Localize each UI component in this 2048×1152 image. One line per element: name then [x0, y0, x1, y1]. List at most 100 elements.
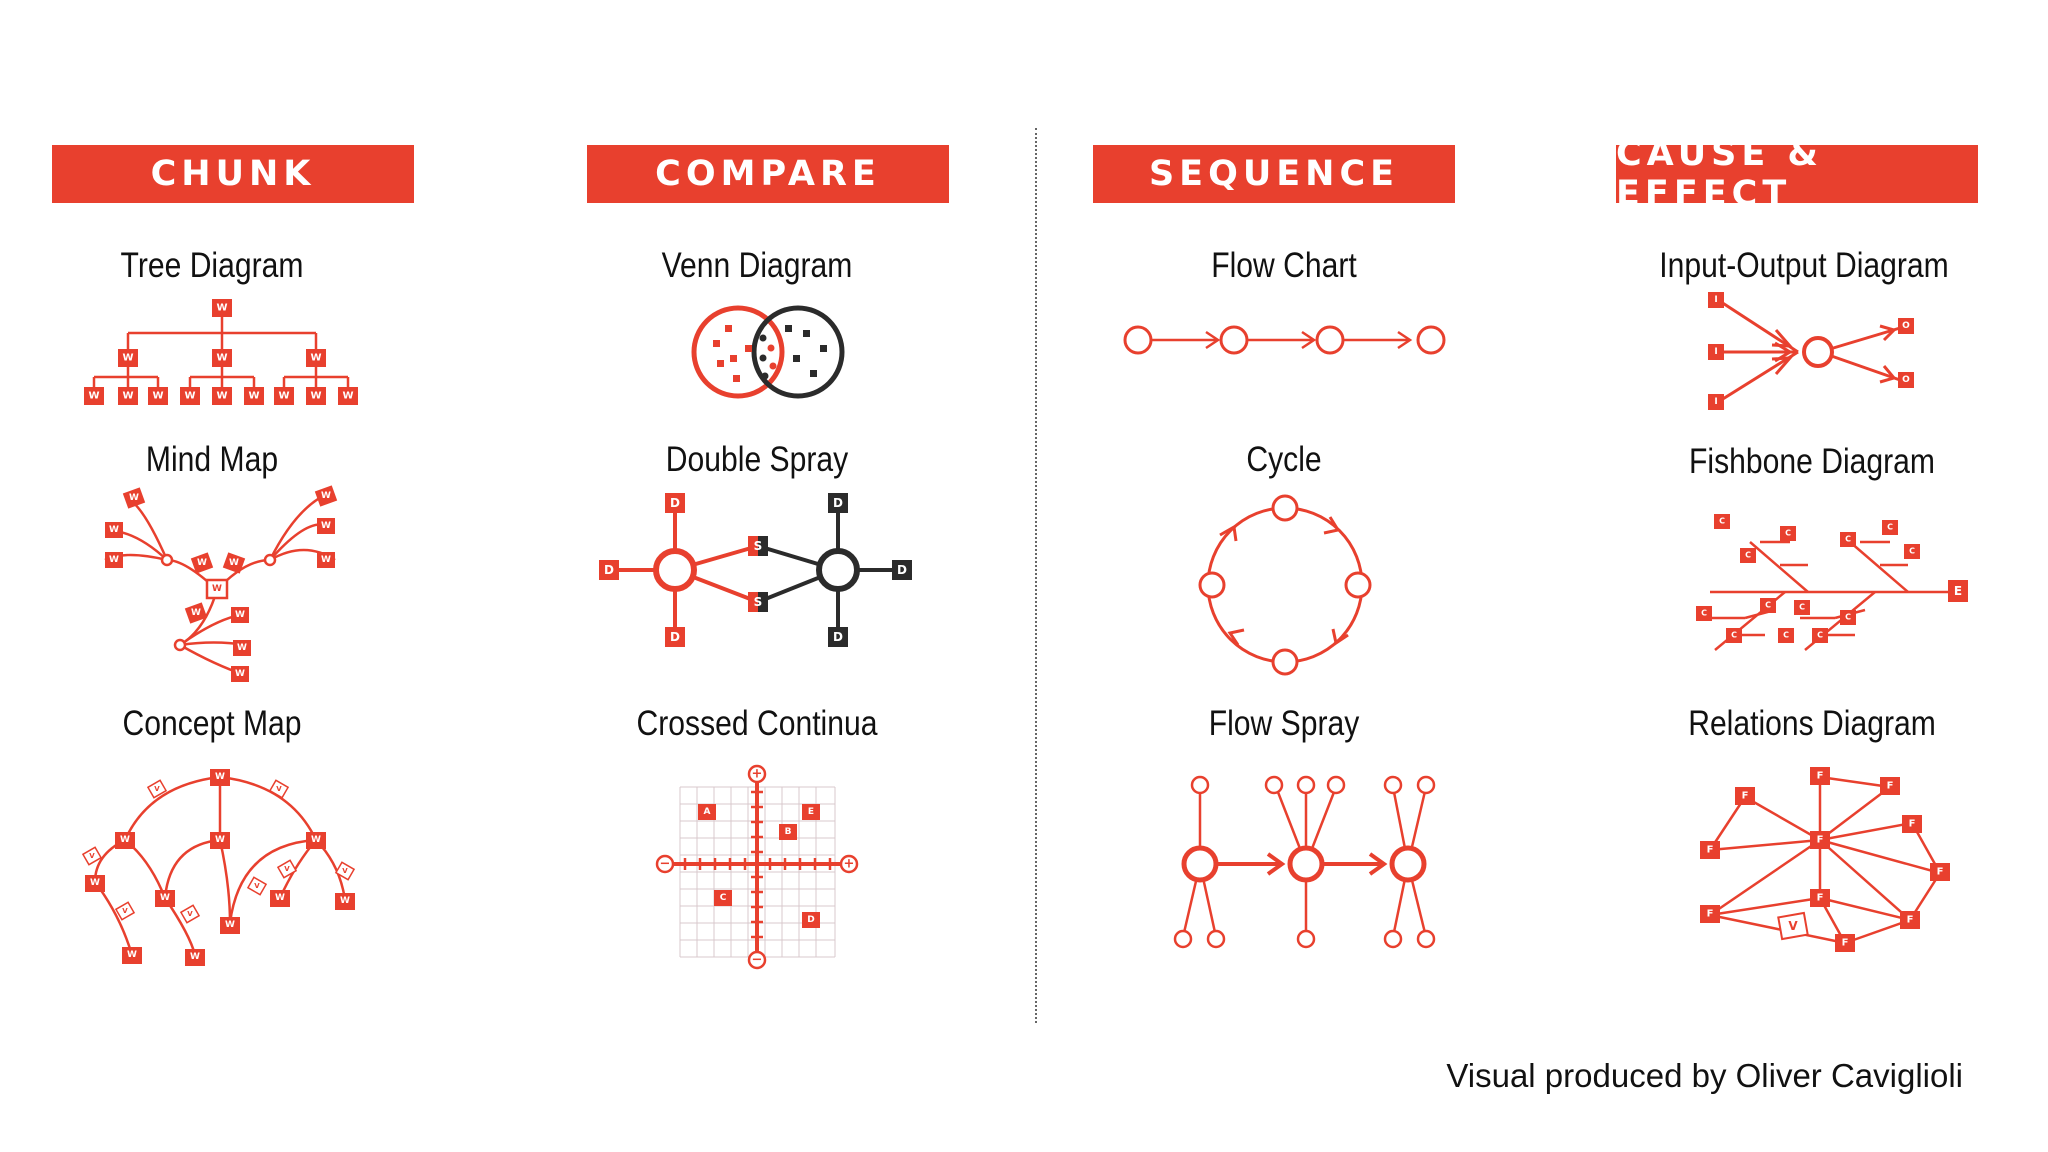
continua-pole-plus-right: +	[844, 857, 855, 872]
concept-node-text: W	[190, 952, 200, 962]
mind-node-text: W	[321, 521, 331, 531]
fish-cause-text: C	[1783, 631, 1789, 640]
label-flow-chart: Flow Chart	[1211, 246, 1357, 285]
venn-right-items	[785, 325, 827, 377]
concept-link-labels	[81, 779, 356, 924]
mind-node-text: W	[235, 610, 245, 620]
concept-node-text: W	[311, 835, 321, 845]
label-input-output-diagram: Input-Output Diagram	[1659, 246, 1949, 285]
relations-node-text: F	[1707, 909, 1714, 920]
io-output-text: O	[1902, 375, 1910, 385]
cycle-nodes	[1198, 494, 1372, 676]
continua-item-text: B	[785, 827, 792, 837]
concept-link-text: V	[89, 852, 95, 860]
continua-pole-minus-bottom: −	[752, 953, 763, 968]
tree-node-text: W	[248, 391, 259, 402]
tree-node-text: W	[342, 391, 353, 402]
concept-link-text: V	[122, 907, 128, 915]
mind-node-text: W	[129, 493, 139, 503]
tree-node-text: W	[216, 353, 227, 364]
concept-link-text: V	[342, 867, 348, 875]
mind-node-text: W	[109, 555, 119, 565]
column-divider	[1035, 128, 1037, 1023]
mind-node-text: W	[197, 558, 207, 568]
relations-node-text: F	[1887, 781, 1894, 792]
double-spray: D D D D D D S S	[599, 493, 912, 647]
header-chunk: CHUNK	[52, 145, 414, 203]
header-compare: COMPARE	[587, 145, 949, 203]
label-mind-map: Mind Map	[145, 440, 279, 479]
label-double-spray: Double Spray	[665, 440, 849, 479]
relations-node-text: F	[1842, 938, 1849, 949]
venn-overlap-items	[759, 334, 777, 380]
header-sequence: SEQUENCE	[1093, 145, 1455, 203]
relations-node-text: F	[1817, 893, 1824, 904]
double-spray-same-text: S	[754, 539, 763, 553]
fish-cause-text: C	[1799, 603, 1805, 612]
fish-cause-text: C	[1909, 547, 1915, 556]
continua-item-text: E	[808, 807, 814, 817]
header-cause-effect: CAUSE & EFFECT	[1616, 134, 1978, 214]
tree-node-text: W	[216, 303, 227, 314]
label-fishbone-diagram: Fishbone Diagram	[1689, 442, 1935, 481]
input-output-diagram: I I I O O	[1708, 292, 1914, 410]
flow-chart-nodes	[1123, 325, 1446, 355]
fish-cause-text: C	[1701, 609, 1707, 618]
continua-item-text: C	[720, 893, 727, 903]
credit-text: Visual produced by Oliver Caviglioli	[1446, 1057, 1963, 1094]
fish-cause-text: C	[1731, 631, 1737, 640]
crossed-continua: + + − − A B C D E	[655, 764, 859, 970]
fish-cause-text: C	[1765, 601, 1771, 610]
fish-cause-text: C	[1719, 517, 1725, 526]
double-spray-diff-text: D	[670, 496, 680, 510]
label-tree-diagram: Tree Diagram	[120, 246, 304, 285]
concept-node-text: W	[215, 835, 225, 845]
double-spray-diff-text: D	[897, 563, 907, 577]
tree-node-text: W	[310, 353, 321, 364]
label-crossed-continua: Crossed Continua	[636, 704, 878, 743]
mind-map: W W W W W W W W W W W W W	[104, 485, 338, 682]
mind-map-center-text: W	[212, 584, 222, 594]
relations-node-text: F	[1937, 867, 1944, 878]
continua-pole-plus-top: +	[752, 767, 763, 782]
tree-node-text: W	[88, 391, 99, 402]
mind-node-text: W	[191, 608, 201, 618]
continua-item-text: D	[807, 915, 814, 925]
tree-node-text: W	[216, 391, 227, 402]
double-spray-same-text: S	[754, 595, 763, 609]
tree-node-text: W	[122, 391, 133, 402]
relations-node-text: F	[1817, 835, 1824, 846]
io-input-text: I	[1714, 295, 1717, 305]
mind-node-text: W	[321, 555, 331, 565]
mind-node-text: W	[235, 669, 245, 679]
concept-link-text: V	[284, 865, 290, 873]
double-spray-diff-text: D	[604, 563, 614, 577]
tree-node-text: W	[310, 391, 321, 402]
mind-node-text: W	[321, 491, 331, 501]
concept-node-text: W	[225, 920, 235, 930]
fish-cause-text: C	[1845, 535, 1851, 544]
flow-chart	[1123, 325, 1446, 355]
tree-node-text: W	[184, 391, 195, 402]
fish-cause-text: C	[1845, 613, 1851, 622]
fish-cause-text: C	[1817, 631, 1823, 640]
fish-cause-text: C	[1785, 529, 1791, 538]
relations-node-text: F	[1742, 791, 1749, 802]
label-concept-map: Concept Map	[122, 704, 302, 743]
label-flow-spray: Flow Spray	[1208, 704, 1360, 743]
cycle	[1198, 494, 1372, 676]
concept-node-text: W	[340, 896, 350, 906]
relations-node-text: F	[1907, 915, 1914, 926]
mind-node-text: W	[237, 643, 247, 653]
relations-nodes	[1700, 767, 1950, 952]
flow-spray-leaf-nodes	[1173, 775, 1436, 949]
label-venn-diagram: Venn Diagram	[661, 246, 853, 285]
continua-pole-minus-left: −	[660, 857, 671, 872]
fishbone-cause-nodes	[1696, 514, 1920, 643]
mind-node-text: W	[109, 525, 119, 535]
double-spray-diff-text: D	[670, 630, 680, 644]
tree-nodes	[84, 299, 358, 405]
concept-node-text: W	[120, 835, 130, 845]
label-relations-diagram: Relations Diagram	[1688, 704, 1936, 743]
